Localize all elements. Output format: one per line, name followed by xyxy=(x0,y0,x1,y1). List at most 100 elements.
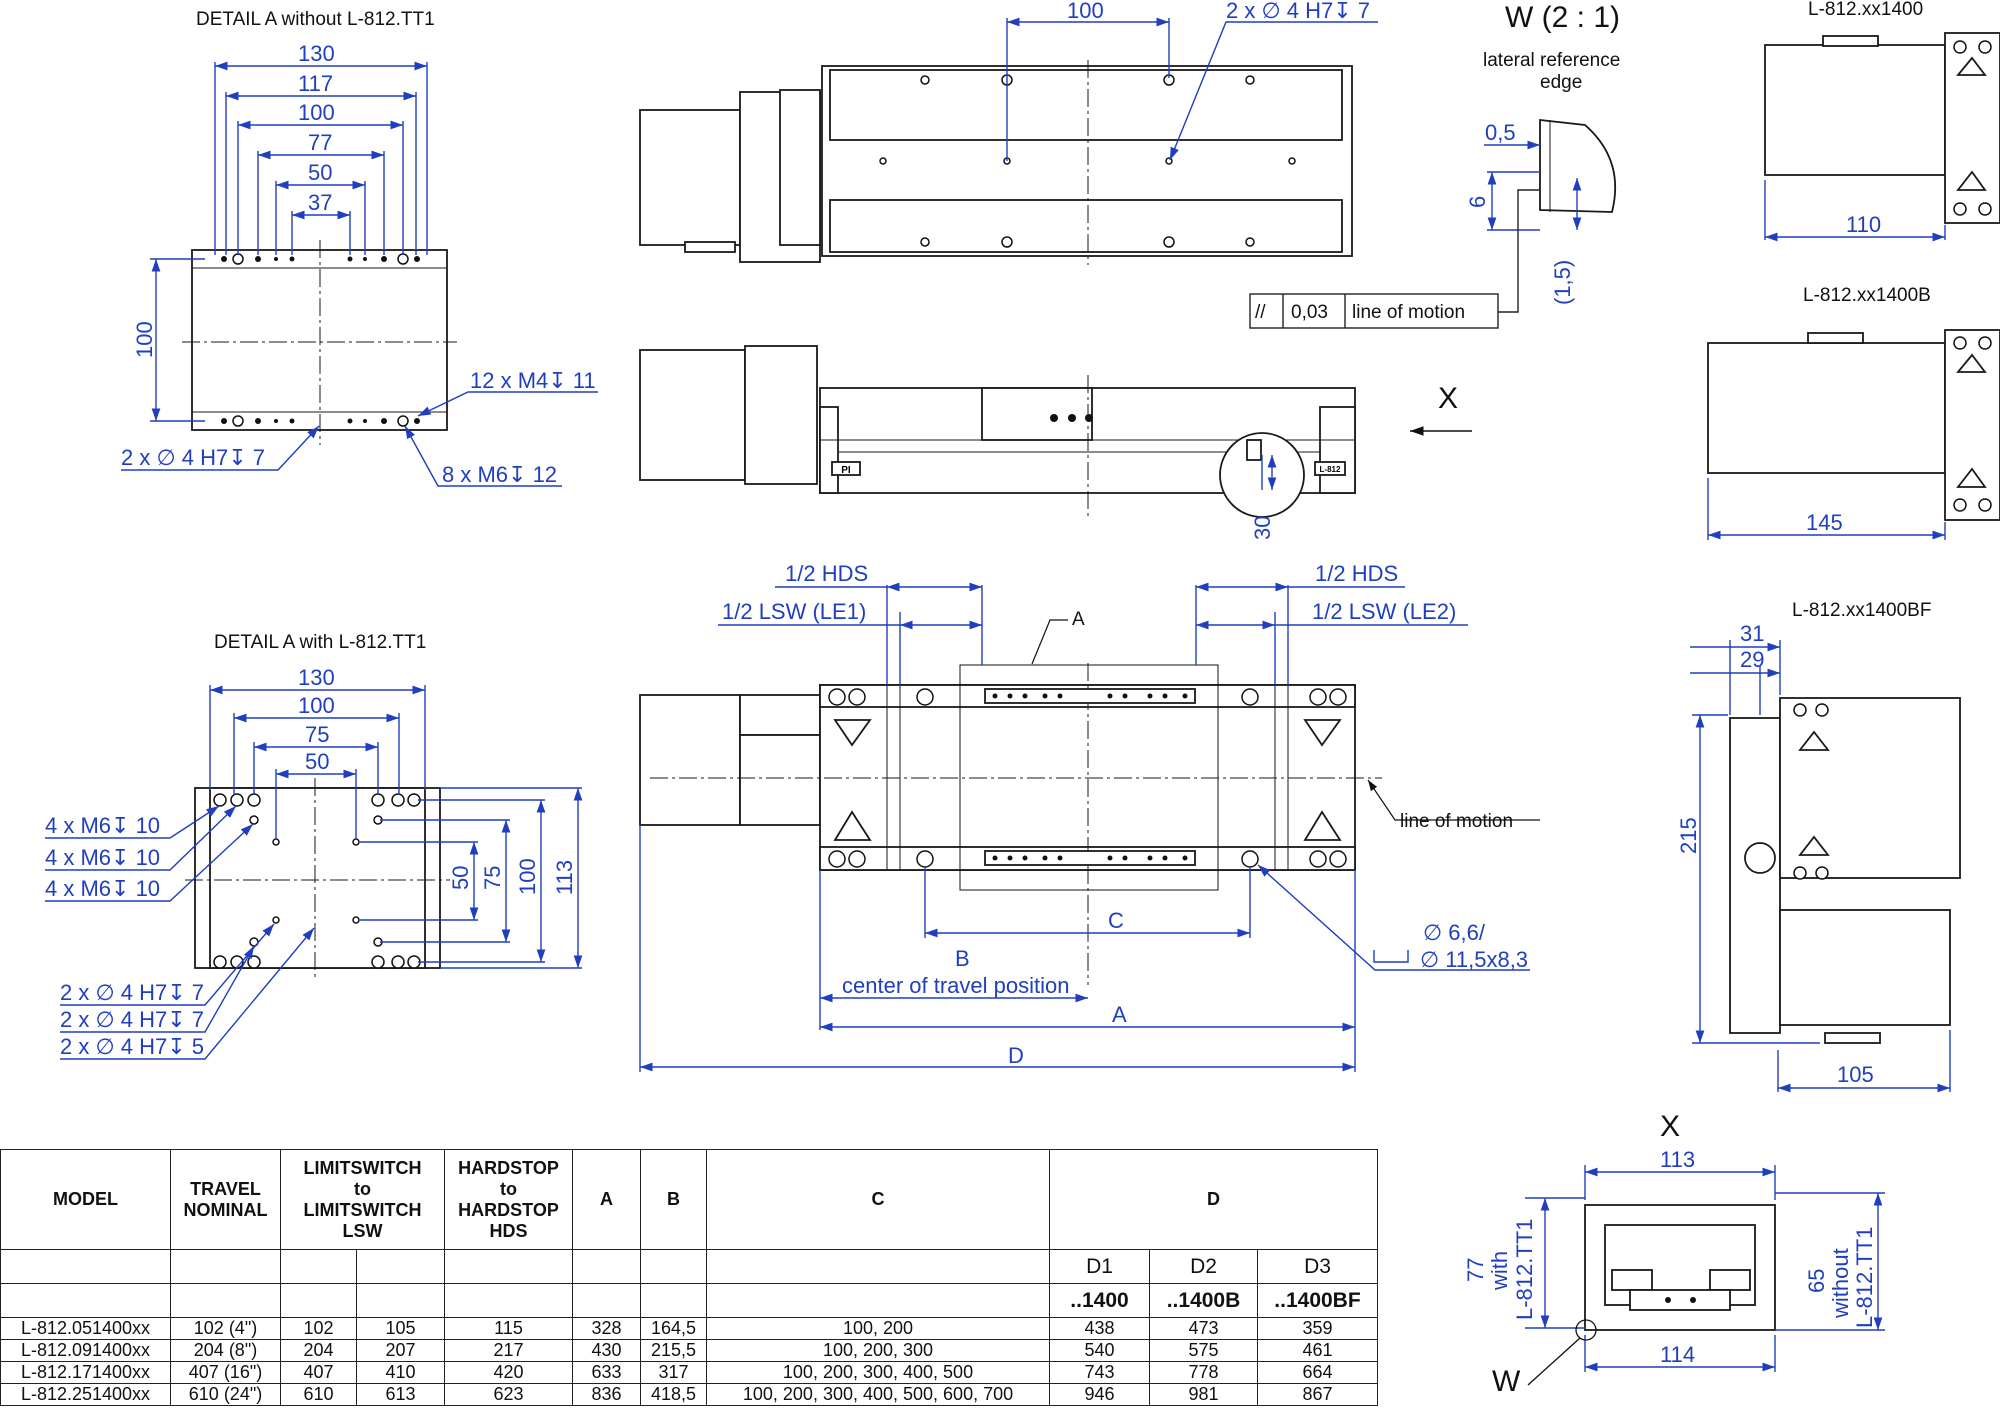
stage-side-view: PI L-812 30 X xyxy=(639,345,1472,540)
cell-a: 633 xyxy=(572,1361,641,1384)
dim-w-6: 6 xyxy=(1465,196,1490,208)
variant-1400: L-812.xx1400 110 xyxy=(1764,0,2000,242)
callout-hole-11-5: ∅ 11,5x8,3 xyxy=(1420,947,1528,972)
dim-v50: 50 xyxy=(448,866,473,890)
stage-bottom-view: 1/2 HDS 1/2 LSW (LE1) 1/2 HDS 1/2 LSW (L… xyxy=(639,561,1540,1072)
dim-215: 215 xyxy=(1676,817,1701,854)
col-a: A xyxy=(572,1149,641,1250)
cell-travel: 610 (24") xyxy=(170,1383,281,1406)
cell-travel: 407 (16") xyxy=(170,1361,281,1384)
dim-v100: 100 xyxy=(515,858,540,895)
callout-m6-10-b: 4 x M6↧ 10 xyxy=(45,845,160,870)
cell-hds: 217 xyxy=(444,1339,573,1362)
variant-1400b-title: L-812.xx1400B xyxy=(1803,285,1931,306)
col-d2: D2 xyxy=(1149,1249,1258,1284)
dim-b75: 75 xyxy=(305,722,329,747)
dim-top-100: 100 xyxy=(1067,0,1104,23)
cell-lsw2: 105 xyxy=(356,1317,445,1340)
cell-d2: 473 xyxy=(1149,1317,1258,1340)
detail-a-with-title: DETAIL A with L-812.TT1 xyxy=(214,632,426,653)
bottom-view-holes xyxy=(992,693,1188,861)
detail-a-without-title: DETAIL A without L-812.TT1 xyxy=(196,9,435,30)
callout-top-h7: 2 x ∅ 4 H7↧ 7 xyxy=(1226,0,1370,23)
dim-w-1-5: (1,5) xyxy=(1550,260,1575,305)
dim-30: 30 xyxy=(1250,516,1275,540)
x-view: X 113 114 77 with L-812.TT1 65 without L… xyxy=(1463,1110,1885,1398)
variant-1400-title: L-812.xx1400 xyxy=(1808,0,1923,20)
tolerance-frame: // 0,03 line of motion xyxy=(1249,189,1540,329)
detail-a-without: DETAIL A without L-812.TT1 130 117 100 xyxy=(121,9,598,487)
dim-x-65: 65 xyxy=(1804,1269,1829,1293)
cell-lsw2: 613 xyxy=(356,1383,445,1406)
callout-m4: 12 x M4↧ 11 xyxy=(470,368,596,393)
col-d3-variant: ..1400BF xyxy=(1257,1283,1378,1318)
cell-travel: 204 (8") xyxy=(170,1339,281,1362)
cell-travel: 102 (4") xyxy=(170,1317,281,1340)
dim-x-65-model: L-812.TT1 xyxy=(1852,1227,1877,1329)
stage-top-view: 100 2 x ∅ 4 H7↧ 7 xyxy=(639,0,1378,265)
dim-145: 145 xyxy=(1806,510,1843,535)
model-badge: L-812 xyxy=(1320,465,1341,474)
cell-hds: 623 xyxy=(444,1383,573,1406)
detail-a-marker: A xyxy=(1072,609,1085,630)
cell-d2: 981 xyxy=(1149,1383,1258,1406)
cell-model: L-812.251400xx xyxy=(0,1383,171,1406)
dim-a: A xyxy=(1112,1002,1127,1027)
cell-b: 418,5 xyxy=(640,1383,707,1406)
cell-lsw1: 102 xyxy=(280,1317,357,1340)
dim-b100: 100 xyxy=(298,693,335,718)
tolerance-reference: line of motion xyxy=(1352,302,1465,323)
table-row: L-812.091400xx 204 (8") 204 207 217 430 … xyxy=(0,1339,1378,1362)
cell-d1: 438 xyxy=(1049,1317,1150,1340)
line-of-motion-label: line of motion xyxy=(1400,811,1513,832)
dim-x-77: 77 xyxy=(1463,1258,1488,1282)
cell-d3: 867 xyxy=(1257,1383,1378,1406)
cell-c: 100, 200, 300 xyxy=(706,1339,1050,1362)
cell-c: 100, 200 xyxy=(706,1317,1050,1340)
dim-x-65-without: without xyxy=(1828,1248,1853,1319)
detail-a-with: DETAIL A with L-812.TT1 130 100 75 50 50… xyxy=(45,632,583,1060)
cell-b: 215,5 xyxy=(640,1339,707,1362)
cell-d1: 540 xyxy=(1049,1339,1150,1362)
dim-110: 110 xyxy=(1846,212,1881,237)
detail-a-without-holes xyxy=(221,253,420,427)
cell-model: L-812.051400xx xyxy=(0,1317,171,1340)
variant-1400b: L-812.xx1400B 145 xyxy=(1707,285,2000,540)
view-x-label: X xyxy=(1438,382,1458,415)
col-model: MODEL xyxy=(0,1149,171,1250)
cell-hds: 420 xyxy=(444,1361,573,1384)
dim-100: 100 xyxy=(298,100,335,125)
table-row: L-812.251400xx 610 (24") 610 613 623 836… xyxy=(0,1383,1378,1406)
callout-m6-10-a: 4 x M6↧ 10 xyxy=(45,813,160,838)
table-row: L-812.171400xx 407 (16") 407 410 420 633… xyxy=(0,1361,1378,1384)
dim-v75: 75 xyxy=(480,866,505,890)
callout-h7-top: 2 x ∅ 4 H7↧ 7 xyxy=(121,445,265,470)
dim-77: 77 xyxy=(308,130,332,155)
col-b: B xyxy=(640,1149,707,1250)
dim-x-77-model: L-812.TT1 xyxy=(1512,1219,1537,1321)
callout-m6-12: 8 x M6↧ 12 xyxy=(442,462,557,487)
cell-lsw1: 407 xyxy=(280,1361,357,1384)
col-d2-variant: ..1400B xyxy=(1149,1283,1258,1318)
cell-b: 164,5 xyxy=(640,1317,707,1340)
cell-lsw1: 204 xyxy=(280,1339,357,1362)
callout-h7-b: 2 x ∅ 4 H7↧ 7 xyxy=(60,1007,204,1032)
x-view-title: X xyxy=(1660,1110,1680,1143)
callout-m6-10-c: 4 x M6↧ 10 xyxy=(45,876,160,901)
cell-d3: 461 xyxy=(1257,1339,1378,1362)
dim-37: 37 xyxy=(308,190,332,215)
dim-c: C xyxy=(1108,908,1124,933)
dim-b50: 50 xyxy=(305,749,329,774)
cell-d3: 359 xyxy=(1257,1317,1378,1340)
cell-lsw1: 610 xyxy=(280,1383,357,1406)
col-c: C xyxy=(706,1149,1050,1250)
dim-lsw-left: 1/2 LSW (LE1) xyxy=(722,599,866,624)
lateral-ref-line2: edge xyxy=(1540,72,1582,93)
dim-hds-right: 1/2 HDS xyxy=(1315,561,1398,586)
dim-50: 50 xyxy=(308,160,332,185)
cell-a: 328 xyxy=(572,1317,641,1340)
dim-117: 117 xyxy=(298,71,333,96)
